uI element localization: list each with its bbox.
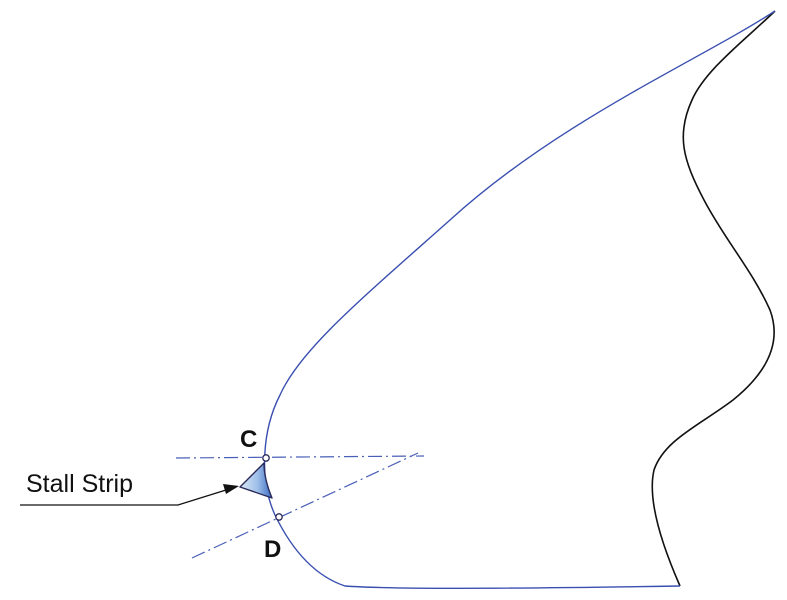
stall-strip-wedge [239, 462, 273, 499]
callout-leader-line [20, 489, 227, 506]
stall-strip-label: Stall Strip [26, 470, 133, 498]
reference-line-c [175, 455, 425, 459]
point-c-label: C [240, 426, 257, 453]
point-d-label: D [264, 536, 281, 563]
trailing-edge-outline [651, 10, 776, 587]
leading-edge-curve [263, 10, 776, 590]
callout-arrowhead [223, 484, 239, 494]
point-d-marker [275, 513, 283, 521]
point-c-marker [262, 454, 270, 462]
reference-line-d [191, 452, 419, 559]
